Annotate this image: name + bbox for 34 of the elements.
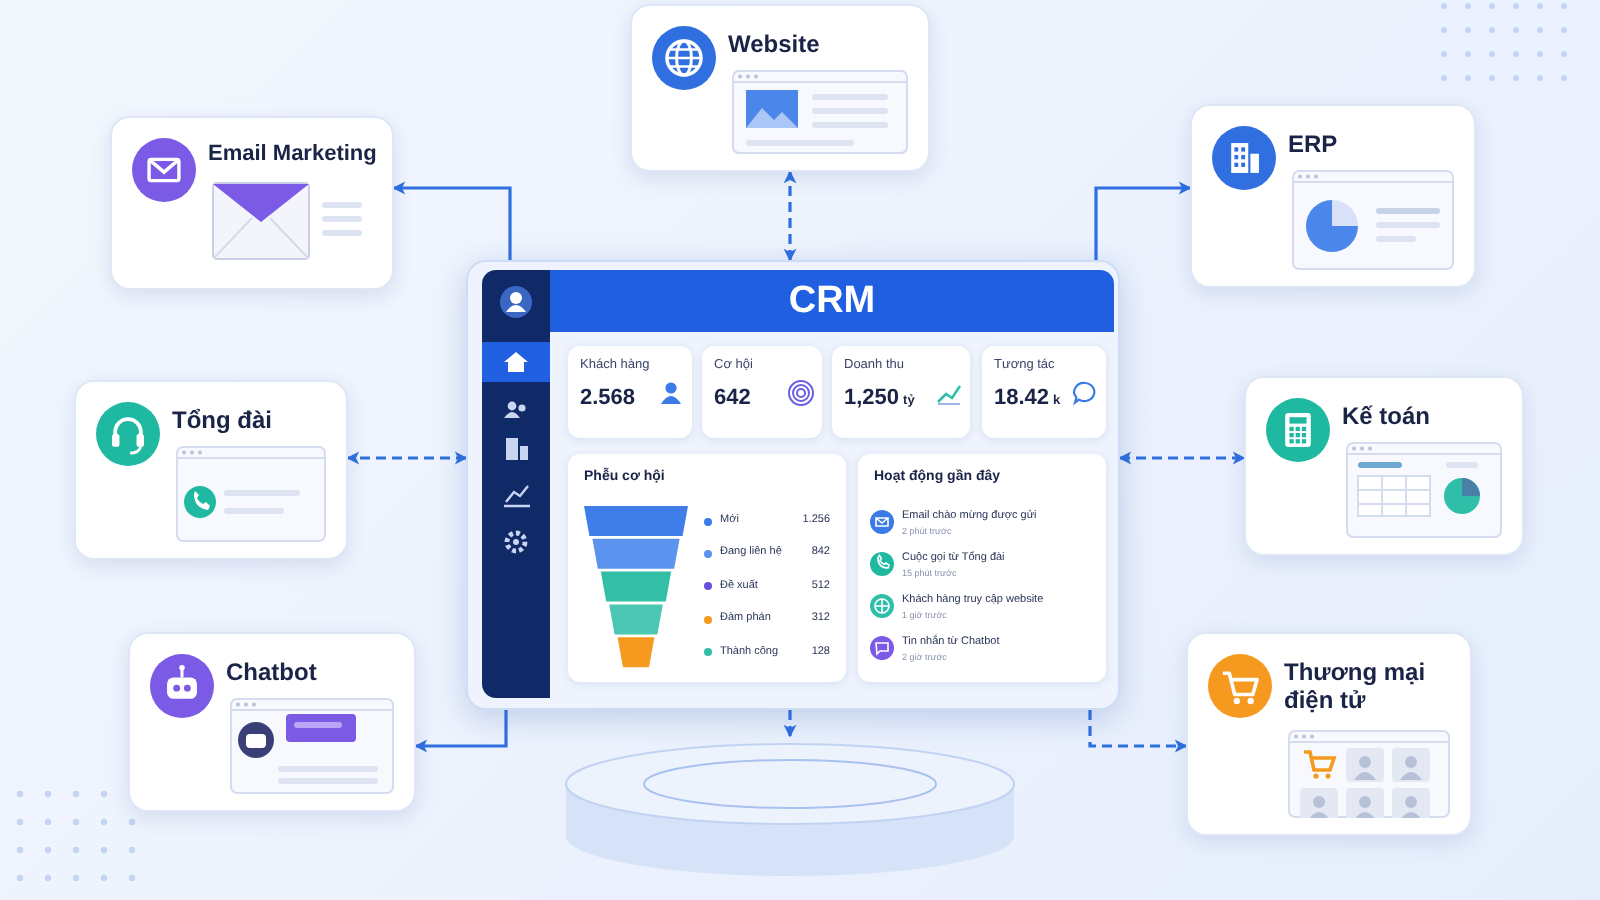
stat-card bbox=[702, 346, 822, 438]
integration-card bbox=[1186, 632, 1472, 836]
connector-arrow bbox=[346, 451, 468, 465]
integration-card bbox=[110, 116, 394, 290]
stat-value: 18.42 bbox=[994, 386, 1050, 410]
card-title: Tổng đài bbox=[172, 406, 274, 435]
activity-card bbox=[858, 454, 1106, 682]
funnel-card bbox=[568, 454, 846, 682]
integration-card bbox=[1190, 104, 1476, 288]
integration-card bbox=[74, 380, 348, 560]
card-title: Website bbox=[728, 30, 822, 59]
integration-card bbox=[1244, 376, 1524, 556]
stat-card bbox=[832, 346, 970, 438]
dashboard-panel bbox=[466, 260, 1120, 710]
stat-value: 1,250 bbox=[844, 386, 900, 410]
integration-card bbox=[630, 4, 930, 172]
connector-arrow bbox=[392, 181, 512, 260]
card-title: Chatbot bbox=[226, 658, 319, 687]
integration-card bbox=[128, 632, 416, 812]
stat-card bbox=[982, 346, 1106, 438]
card-title: Thương mại điện tử bbox=[1284, 658, 1428, 716]
connector-arrow bbox=[1094, 181, 1192, 260]
stat-card bbox=[568, 346, 692, 438]
card-title: Email Marketing bbox=[208, 142, 377, 169]
stat-value: 642 bbox=[714, 386, 751, 410]
connector-arrow bbox=[783, 710, 797, 738]
card-title: Kế toán bbox=[1342, 402, 1433, 431]
card-title: ERP bbox=[1288, 130, 1340, 159]
connector-arrow bbox=[783, 170, 797, 262]
stat-value: 2.568 bbox=[580, 386, 636, 410]
connector-arrow bbox=[1118, 451, 1246, 465]
connector-arrow bbox=[1088, 710, 1188, 753]
panel-title: CRM bbox=[786, 280, 878, 324]
connector-arrow bbox=[414, 710, 508, 753]
